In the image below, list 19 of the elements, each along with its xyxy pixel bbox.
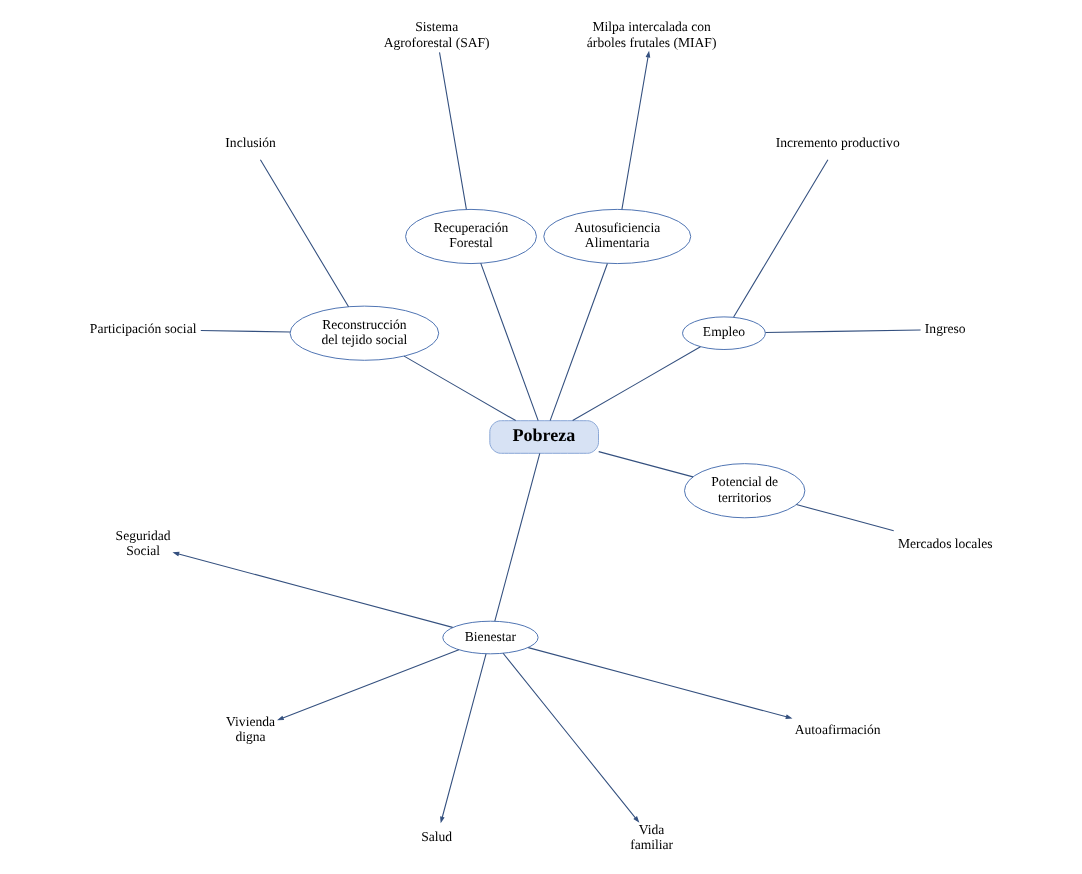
connector xyxy=(549,262,608,422)
connector xyxy=(438,51,467,210)
connector xyxy=(200,329,291,333)
connector xyxy=(765,329,922,334)
connector xyxy=(494,452,541,622)
connector xyxy=(598,451,694,478)
connector xyxy=(795,504,895,532)
connector xyxy=(572,346,701,422)
node-box: Pobreza xyxy=(489,420,599,454)
arrow xyxy=(172,551,454,628)
arrow xyxy=(440,653,487,824)
connector xyxy=(259,159,350,308)
arrow xyxy=(502,652,640,823)
arrow xyxy=(621,50,651,210)
connector xyxy=(403,355,517,422)
arrow xyxy=(277,649,460,721)
arrow xyxy=(527,647,793,719)
connector xyxy=(480,262,539,422)
connector xyxy=(733,159,829,318)
